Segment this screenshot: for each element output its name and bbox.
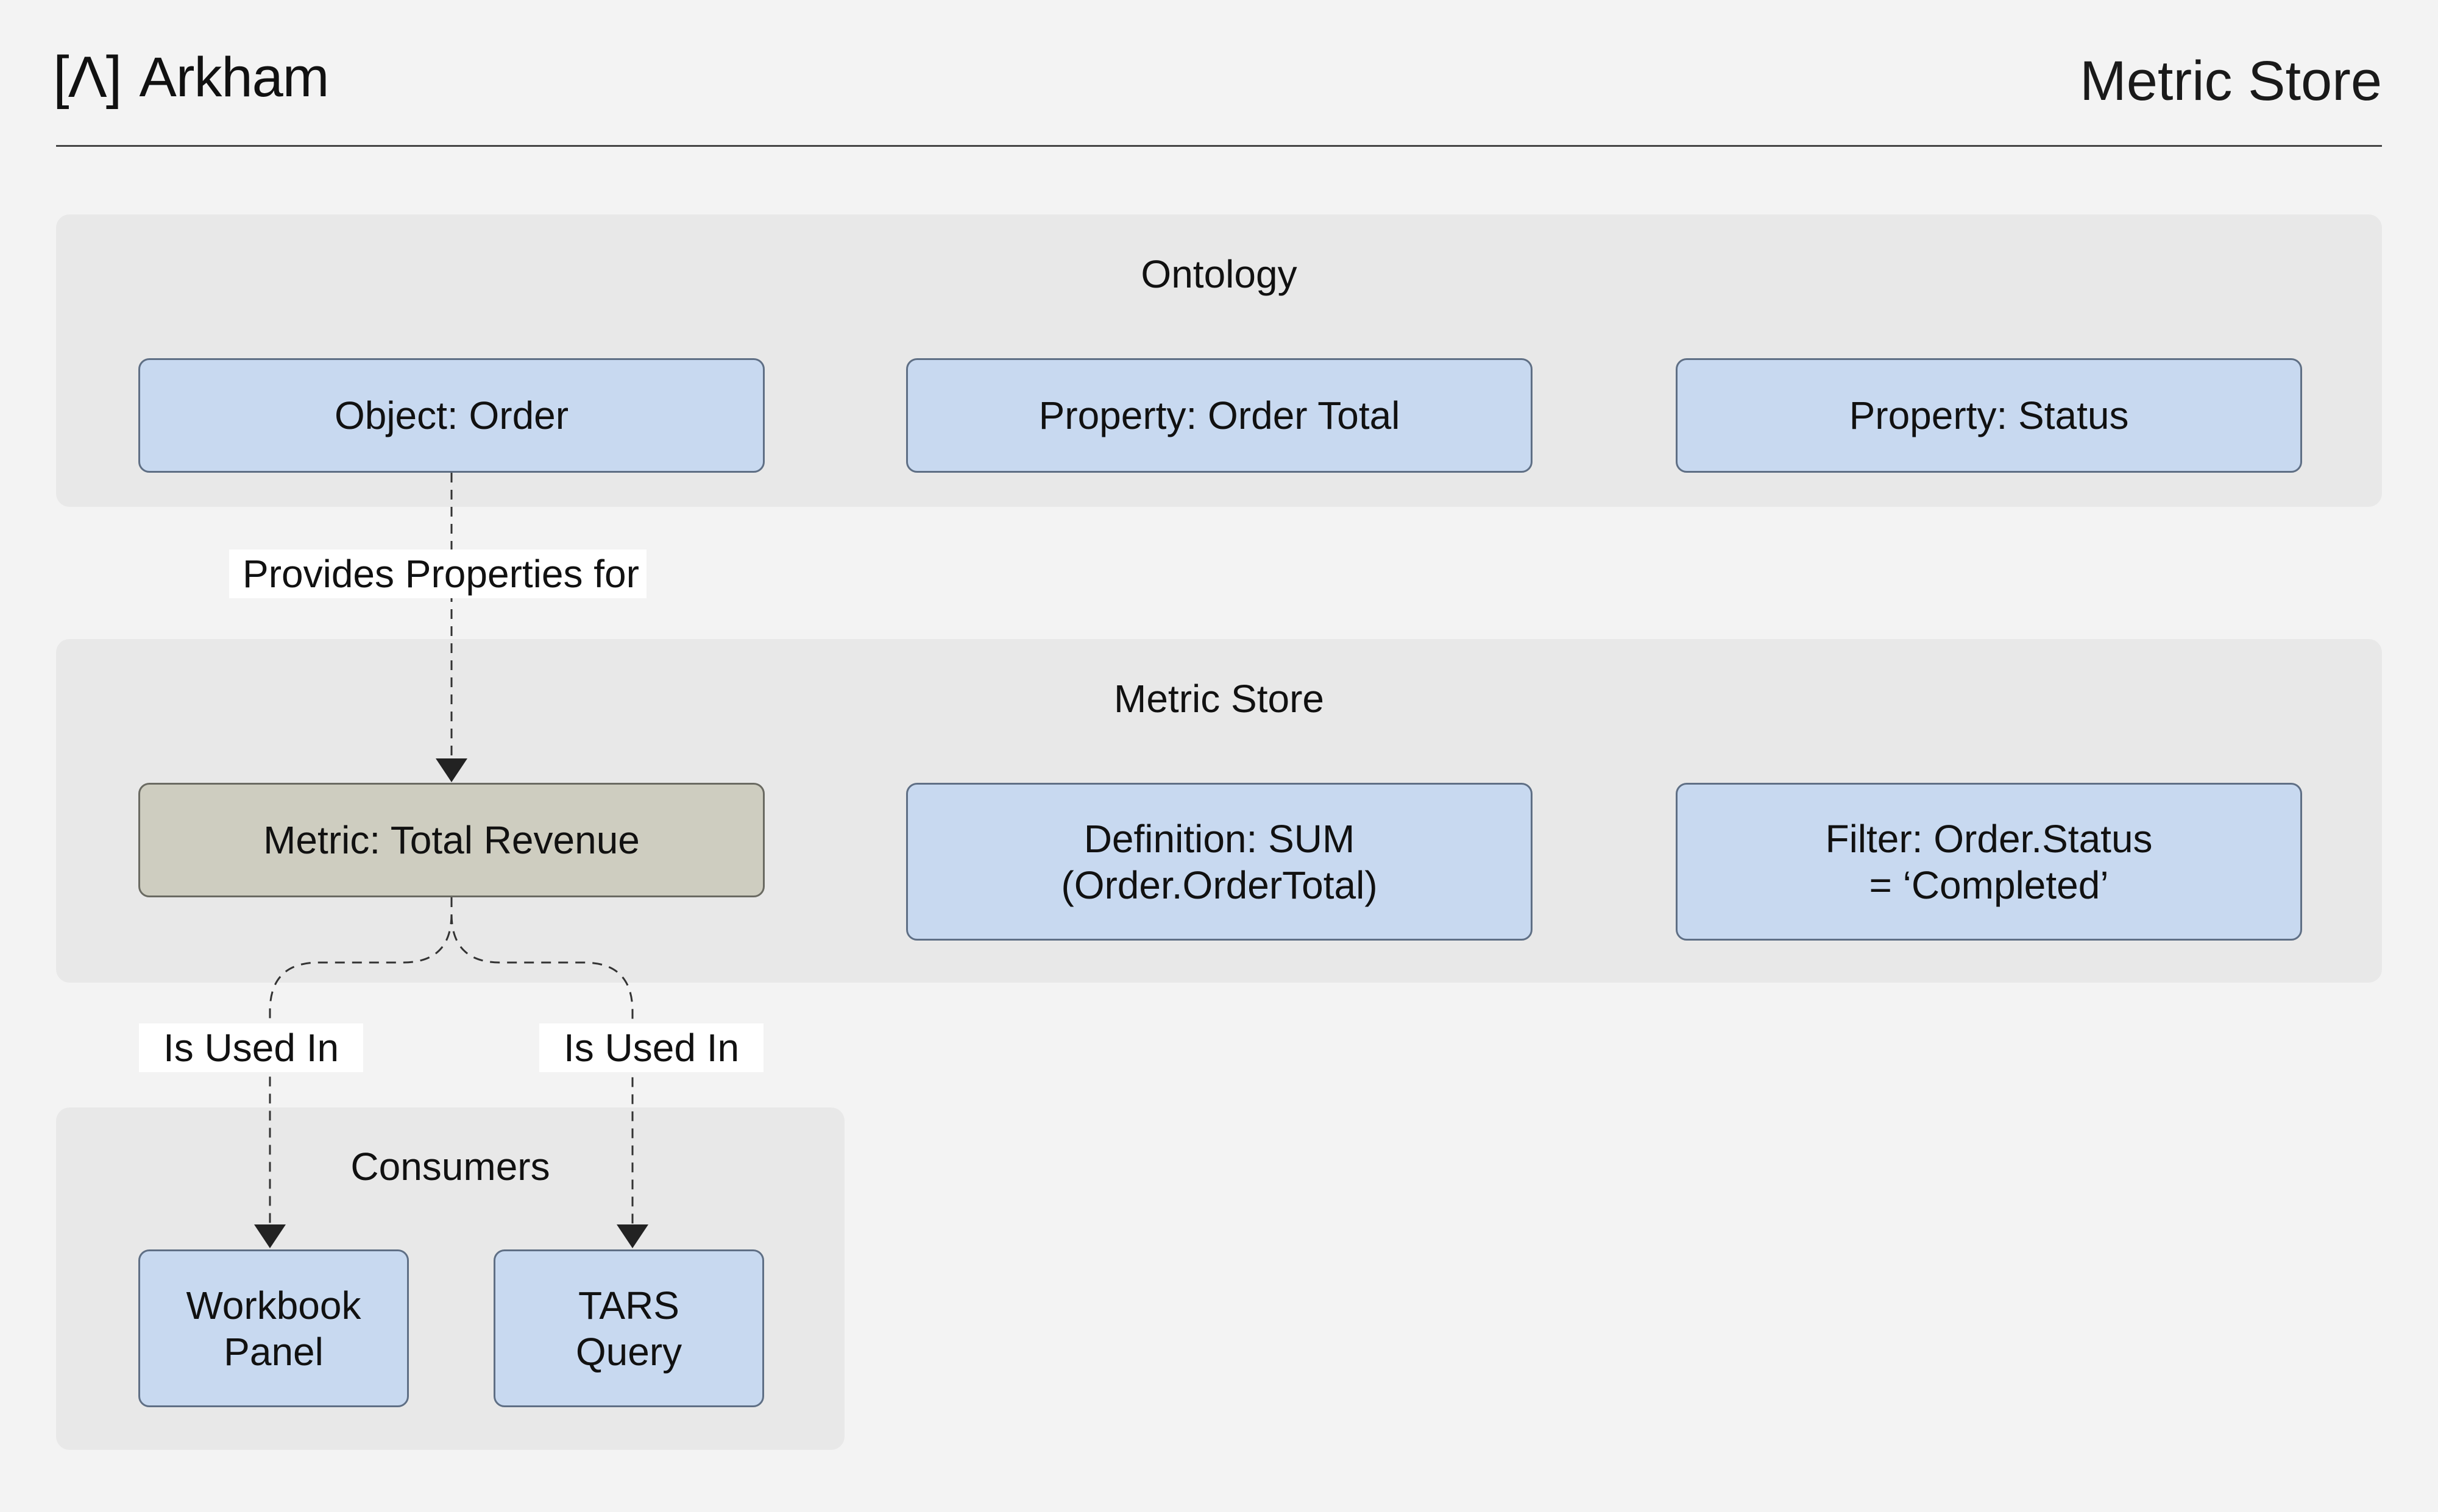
node-definition-sum[interactable]: Definition: SUM (Order.OrderTotal) [906, 783, 1533, 941]
node-tars-query[interactable]: TARS Query [494, 1249, 764, 1407]
group-title-consumers: Consumers [350, 1145, 550, 1189]
edge-label-provides-properties: Provides Properties for [229, 549, 647, 598]
edge-label-used-in-right: Is Used In [539, 1023, 764, 1072]
edge-label-used-in-left: Is Used In [139, 1023, 363, 1072]
node-property-order-total[interactable]: Property: Order Total [906, 358, 1533, 473]
logo-mark-icon: [Λ] [53, 44, 122, 110]
node-metric-total-revenue[interactable]: Metric: Total Revenue [138, 783, 765, 897]
header-divider [56, 145, 2382, 147]
arkham-logo: [Λ] Arkham [53, 44, 329, 111]
node-filter-status[interactable]: Filter: Order.Status = ‘Completed’ [1676, 783, 2302, 941]
node-workbook-panel[interactable]: Workbook Panel [138, 1249, 409, 1407]
group-title-metric-store: Metric Store [1114, 677, 1324, 721]
node-property-status[interactable]: Property: Status [1676, 358, 2302, 473]
page-title: Metric Store [2080, 50, 2382, 112]
logo-text: Arkham [139, 46, 329, 108]
node-object-order[interactable]: Object: Order [138, 358, 765, 473]
group-title-ontology: Ontology [1141, 252, 1297, 296]
